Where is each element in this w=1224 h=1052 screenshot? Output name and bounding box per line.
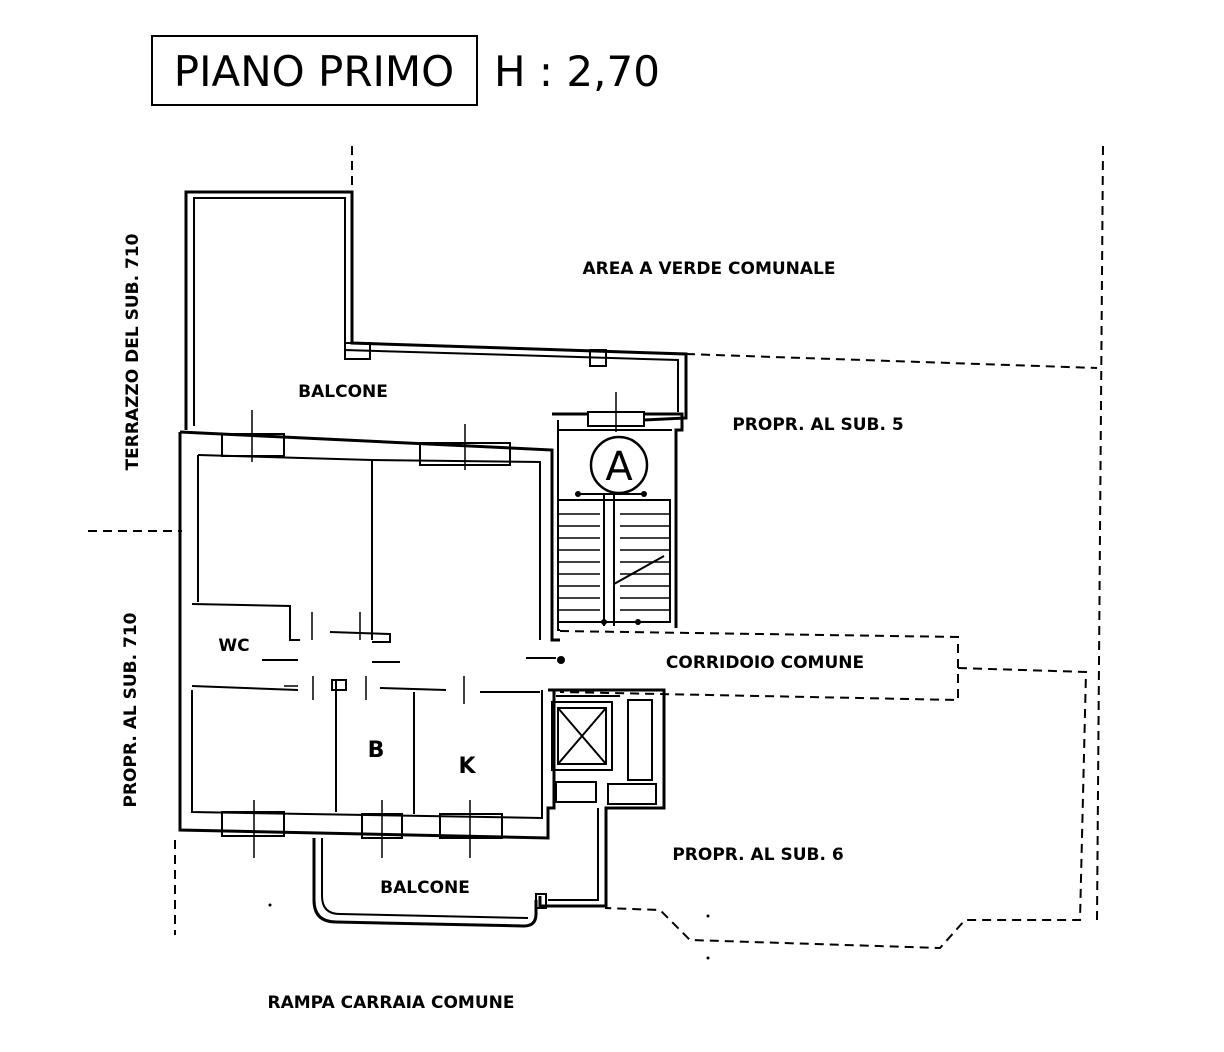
- title-box: [151, 35, 478, 106]
- floor-title: PIANO PRIMO: [174, 47, 454, 96]
- label-area-verde: AREA A VERDE COMUNALE: [583, 259, 836, 279]
- label-balcone-bottom: BALCONE: [380, 878, 470, 898]
- lift-and-ducts: [535, 688, 666, 909]
- label-balcone-top: BALCONE: [298, 382, 388, 402]
- label-terrazzo-710: TERRAZZO DEL SUB. 710: [123, 233, 143, 470]
- column-right: [589, 349, 607, 367]
- label-propr-sub5: PROPR. AL SUB. 5: [732, 415, 903, 435]
- room-bagno: B: [368, 738, 385, 763]
- label-rampa: RAMPA CARRAIA COMUNE: [268, 993, 515, 1013]
- lower-balcony: [312, 838, 538, 928]
- lift-cabin: [557, 707, 607, 765]
- room-wc: WC: [218, 636, 249, 656]
- label-corridoio: CORRIDOIO COMUNE: [666, 653, 864, 673]
- stair-treads: [558, 513, 670, 611]
- staircase: A: [552, 412, 684, 631]
- room-cucina: K: [458, 754, 476, 779]
- apartment-walls: [178, 430, 565, 840]
- label-propr-sub6: PROPR. AL SUB. 6: [672, 845, 843, 865]
- windows: [221, 392, 645, 858]
- stair-marker-circle: [589, 435, 649, 495]
- upper-balcony-walls: [184, 190, 688, 430]
- ceiling-height: H : 2,70: [494, 47, 660, 96]
- stair-marker-label: A: [605, 444, 633, 490]
- column-left: [344, 342, 371, 360]
- property-boundaries: [88, 145, 1104, 950]
- label-propr-710: PROPR. AL SUB. 710: [121, 612, 141, 807]
